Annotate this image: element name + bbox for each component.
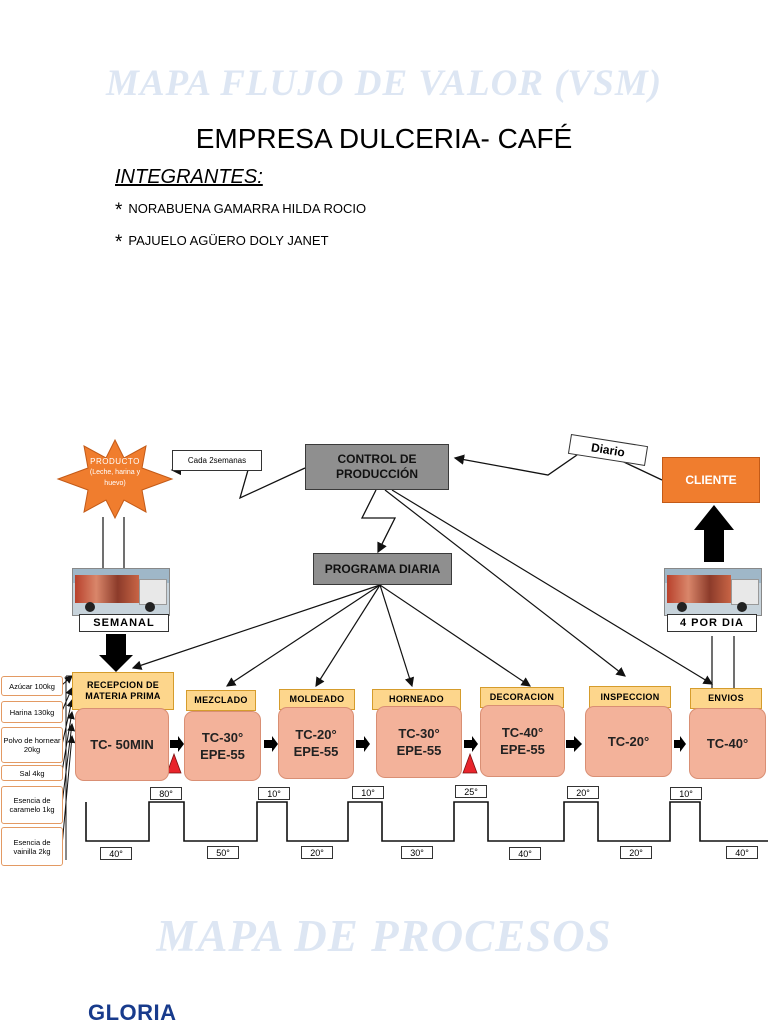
cycle-time: TC-20° [295, 727, 337, 742]
outbound-truck-icon [664, 568, 762, 616]
cycle-time: TC-40° [501, 725, 544, 740]
timeline-top-label: 20° [567, 786, 599, 799]
member-name: NORABUENA GAMARRA HILDA ROCIO [128, 201, 367, 216]
material-item: Polvo de hornear 20kg [1, 727, 63, 763]
timeline-line [85, 801, 768, 842]
line-program-mezclado [225, 584, 381, 687]
supplier-label: PRODUCTO (Leche, harina y huevo) [84, 457, 146, 489]
supplier-frequency-box: Cada 2semanas [172, 450, 262, 471]
client-box: CLIENTE [662, 457, 760, 503]
member-name: PAJUELO AGÜERO DOLY JANET [128, 233, 329, 248]
watermark-subtitle: MAPA DE PROCESOS [156, 911, 612, 961]
inventory-triangle [462, 752, 478, 774]
material-item: Sal 4kg [1, 765, 63, 781]
supplier-title: PRODUCTO [90, 457, 140, 466]
epe-value: EPE-55 [200, 747, 245, 762]
epe-value: EPE-55 [293, 744, 339, 759]
inventory-triangle [166, 752, 182, 774]
members-heading: INTEGRANTES: [115, 166, 263, 188]
watermark-title: MAPA FLUJO DE VALOR (VSM) [105, 63, 663, 104]
timeline-bottom-label: 20° [301, 846, 333, 859]
timeline-top-label: 10° [258, 787, 290, 800]
production-control-box: CONTROL DE PRODUCCIÓN [305, 444, 449, 490]
cycle-time: TC- 50MIN [90, 737, 154, 752]
inbound-push-arrow [99, 634, 133, 672]
daily-program-box: PROGRAMA DIARIA [313, 553, 452, 585]
timeline-top-label: 10° [670, 787, 702, 800]
stage-label-recepcion: RECEPCION DE MATERIA PRIMA [72, 672, 174, 710]
stage-label-inspeccion: INSPECCION [589, 686, 671, 708]
stage-label-mezclado: MEZCLADO [186, 690, 256, 711]
material-item: Harina 130kg [1, 701, 63, 723]
timeline-top-label: 80° [150, 787, 182, 800]
timeline-bottom-label: 30° [401, 846, 433, 859]
epe-value: EPE-55 [396, 743, 442, 758]
line-program-recepcion [131, 584, 381, 670]
line-program-moldeado [315, 584, 381, 688]
outbound-arrow [694, 505, 734, 562]
inbound-truck-icon [72, 568, 170, 616]
stage-box-recepcion: TC- 50MIN [75, 708, 169, 781]
cycle-time: TC-30° [201, 730, 244, 745]
line-program-horneado [379, 584, 415, 688]
stage-box-moldeado: TC-20° EPE-55 [278, 707, 354, 779]
timeline-top-label: 25° [455, 785, 487, 798]
info-flow-control-to-program [360, 489, 397, 554]
line-control-inspeccion [384, 489, 626, 677]
line-control-envios [391, 489, 714, 685]
timeline-top-label: 10° [352, 786, 384, 799]
line-program-decoracion [379, 584, 531, 687]
cycle-time: TC-40° [706, 736, 749, 751]
timeline-bottom-label: 20° [620, 846, 652, 859]
info-flow-control-to-supplier [170, 464, 306, 500]
supplier-star-icon [56, 438, 174, 520]
stage-box-mezclado: TC-30° EPE-55 [184, 711, 261, 781]
stage-box-horneado: TC-30° EPE-55 [376, 706, 462, 778]
member-item: *NORABUENA GAMARRA HILDA ROCIO [115, 200, 367, 221]
stage-box-inspeccion: TC-20° [585, 706, 672, 777]
stage-box-envios: TC-40° [689, 708, 766, 779]
timeline-bottom-label: 40° [726, 846, 758, 859]
member-item: *PAJUELO AGÜERO DOLY JANET [115, 232, 329, 253]
material-item: Esencia de caramelo 1kg [1, 786, 63, 824]
cycle-time: TC-30° [398, 726, 440, 741]
timeline-bottom-label: 50° [207, 846, 239, 859]
material-item: Azúcar 100kg [1, 676, 63, 696]
epe-value: EPE-55 [500, 742, 545, 757]
stage-box-decoracion: TC-40° EPE-55 [480, 705, 565, 777]
page-title: EMPRESA DULCERIA- CAFÉ [195, 123, 573, 154]
stage-label-envios: ENVIOS [690, 688, 762, 709]
inbound-frequency-label: SEMANAL [79, 614, 169, 632]
material-item: Esencia de vainilla 2kg [1, 827, 63, 866]
supplier-detail: (Leche, harina y huevo) [89, 469, 141, 487]
cycle-time: TC-20° [607, 734, 650, 749]
timeline-bottom-label: 40° [509, 847, 541, 860]
gloria-logo: GLORIA [88, 1000, 177, 1025]
outbound-frequency-label: 4 POR DIA [667, 614, 757, 632]
timeline-bottom-label: 40° [100, 847, 132, 860]
push-arrows [170, 736, 686, 752]
